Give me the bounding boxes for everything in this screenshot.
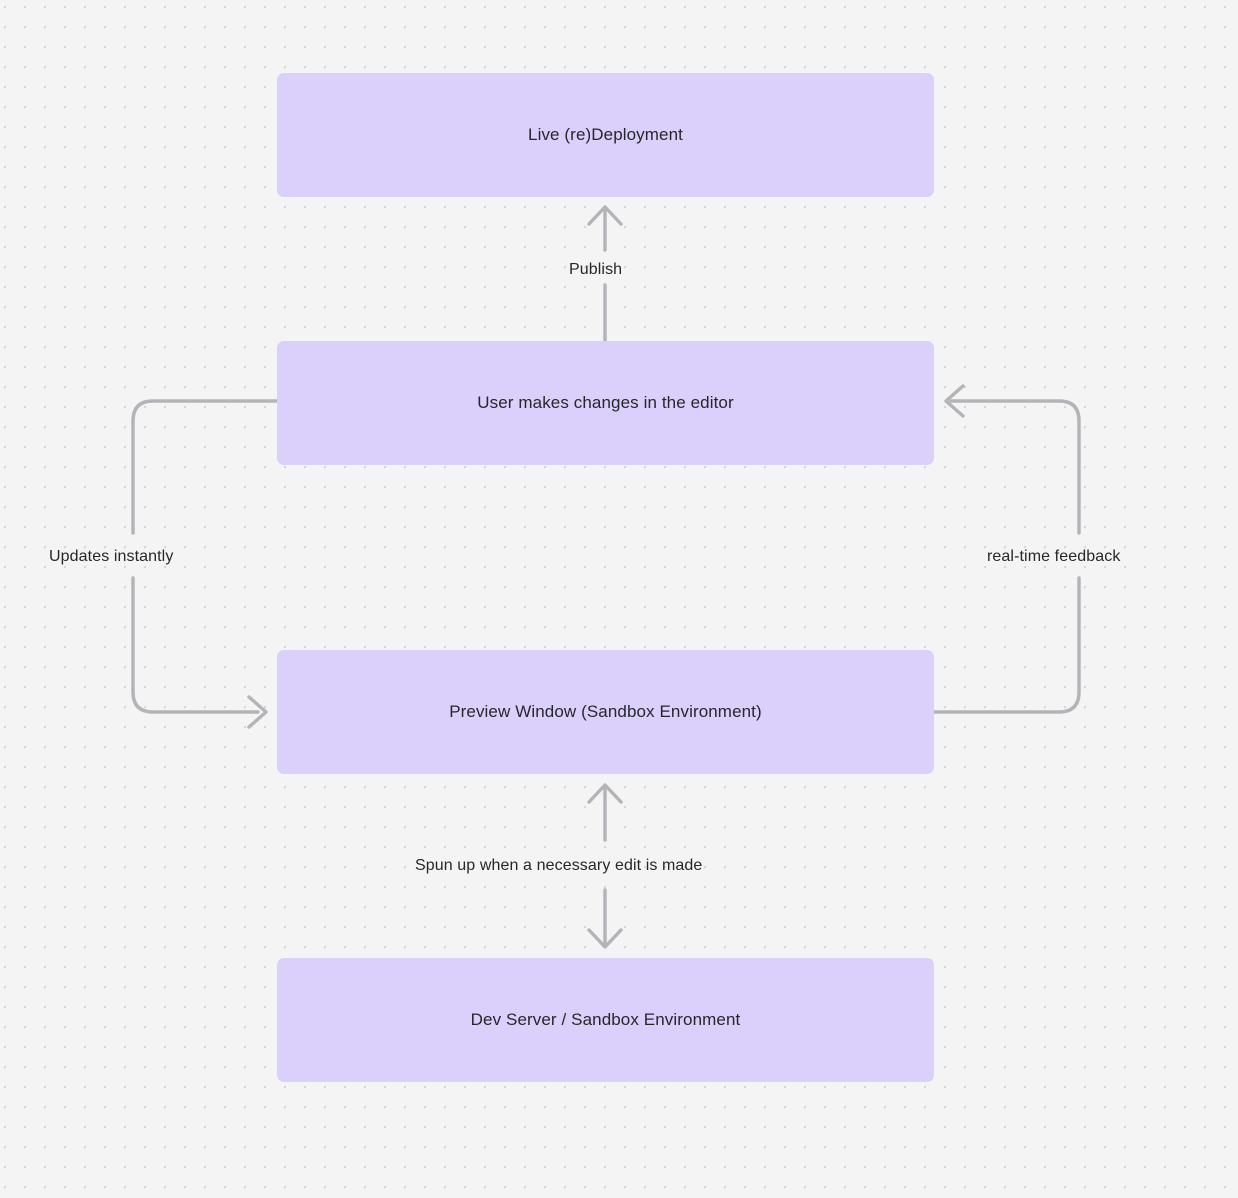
arrowhead-up-icon xyxy=(587,783,623,804)
edge-label-spun-up: Spun up when a necessary edit is made xyxy=(415,857,703,874)
arrowhead-down-icon xyxy=(587,928,623,949)
node-user-editor[interactable]: User makes changes in the editor xyxy=(277,341,934,465)
arrowhead-right-icon xyxy=(247,695,268,729)
edge-label-updates: Updates instantly xyxy=(49,548,174,565)
node-dev-server[interactable]: Dev Server / Sandbox Environment xyxy=(277,958,934,1082)
arrowhead-left-icon xyxy=(944,384,965,418)
node-live-deployment[interactable]: Live (re)Deployment xyxy=(277,73,934,197)
arrowhead-up-icon xyxy=(587,205,623,226)
node-preview-window[interactable]: Preview Window (Sandbox Environment) xyxy=(277,650,934,774)
node-label: Live (re)Deployment xyxy=(528,124,683,144)
edge-label-realtime: real-time feedback xyxy=(987,548,1121,565)
edge-label-publish: Publish xyxy=(569,261,623,278)
node-label: User makes changes in the editor xyxy=(477,392,734,412)
node-label: Dev Server / Sandbox Environment xyxy=(470,1009,741,1029)
node-label: Preview Window (Sandbox Environment) xyxy=(449,701,762,721)
